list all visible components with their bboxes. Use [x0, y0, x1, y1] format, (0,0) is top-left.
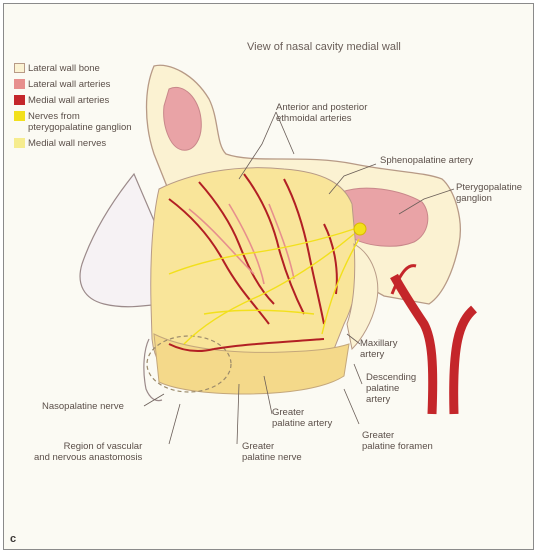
legend-swatch: [14, 111, 25, 121]
greater-palatine-nerve-label: Greater palatine nerve: [242, 441, 302, 463]
figure-frame: View of nasal cavity medial wall Lateral…: [3, 3, 534, 550]
legend-item-lateral-wall-arteries: Lateral wall arteries: [14, 79, 110, 90]
anastomosis-region-label: Region of vascular and nervous anastomos…: [34, 441, 142, 463]
legend-label: Lateral wall arteries: [28, 79, 110, 90]
pterygopalatine-ganglion-label: Pterygopalatine ganglion: [456, 182, 522, 204]
legend-item-medial-wall-nerves: Medial wall nerves: [14, 138, 106, 149]
legend-swatch: [14, 138, 25, 148]
pterygopalatine-ganglion: [354, 223, 366, 235]
legend-label: Lateral wall bone: [28, 63, 100, 74]
figure-title: View of nasal cavity medial wall: [247, 42, 401, 53]
legend-label: Nerves from pterygopalatine ganglion: [28, 111, 132, 133]
legend-swatch: [14, 63, 25, 73]
legend-label: Medial wall arteries: [28, 95, 109, 106]
legend-label: Medial wall nerves: [28, 138, 106, 149]
sphenopalatine-artery-label: Sphenopalatine artery: [380, 155, 473, 166]
legend-swatch: [14, 79, 25, 89]
legend-item-lateral-wall-bone: Lateral wall bone: [14, 63, 100, 74]
nasopalatine-nerve-label: Nasopalatine nerve: [42, 401, 124, 412]
ethmoidal-arteries-label: Anterior and posterior ethmoidal arterie…: [276, 102, 367, 124]
maxillary-artery-label: Maxillary artery: [360, 338, 397, 360]
panel-letter: c: [10, 533, 16, 545]
legend-item-medial-wall-arteries: Medial wall arteries: [14, 95, 109, 106]
legend-swatch: [14, 95, 25, 105]
maxillary-artery-branch: [454, 309, 474, 414]
descending-palatine-artery-label: Descending palatine artery: [366, 372, 416, 405]
greater-palatine-artery-label: Greater palatine artery: [272, 407, 332, 429]
greater-palatine-foramen-label: Greater palatine foramen: [362, 430, 433, 452]
legend-item-pterygopalatine-nerves: Nerves from pterygopalatine ganglion: [14, 111, 132, 133]
